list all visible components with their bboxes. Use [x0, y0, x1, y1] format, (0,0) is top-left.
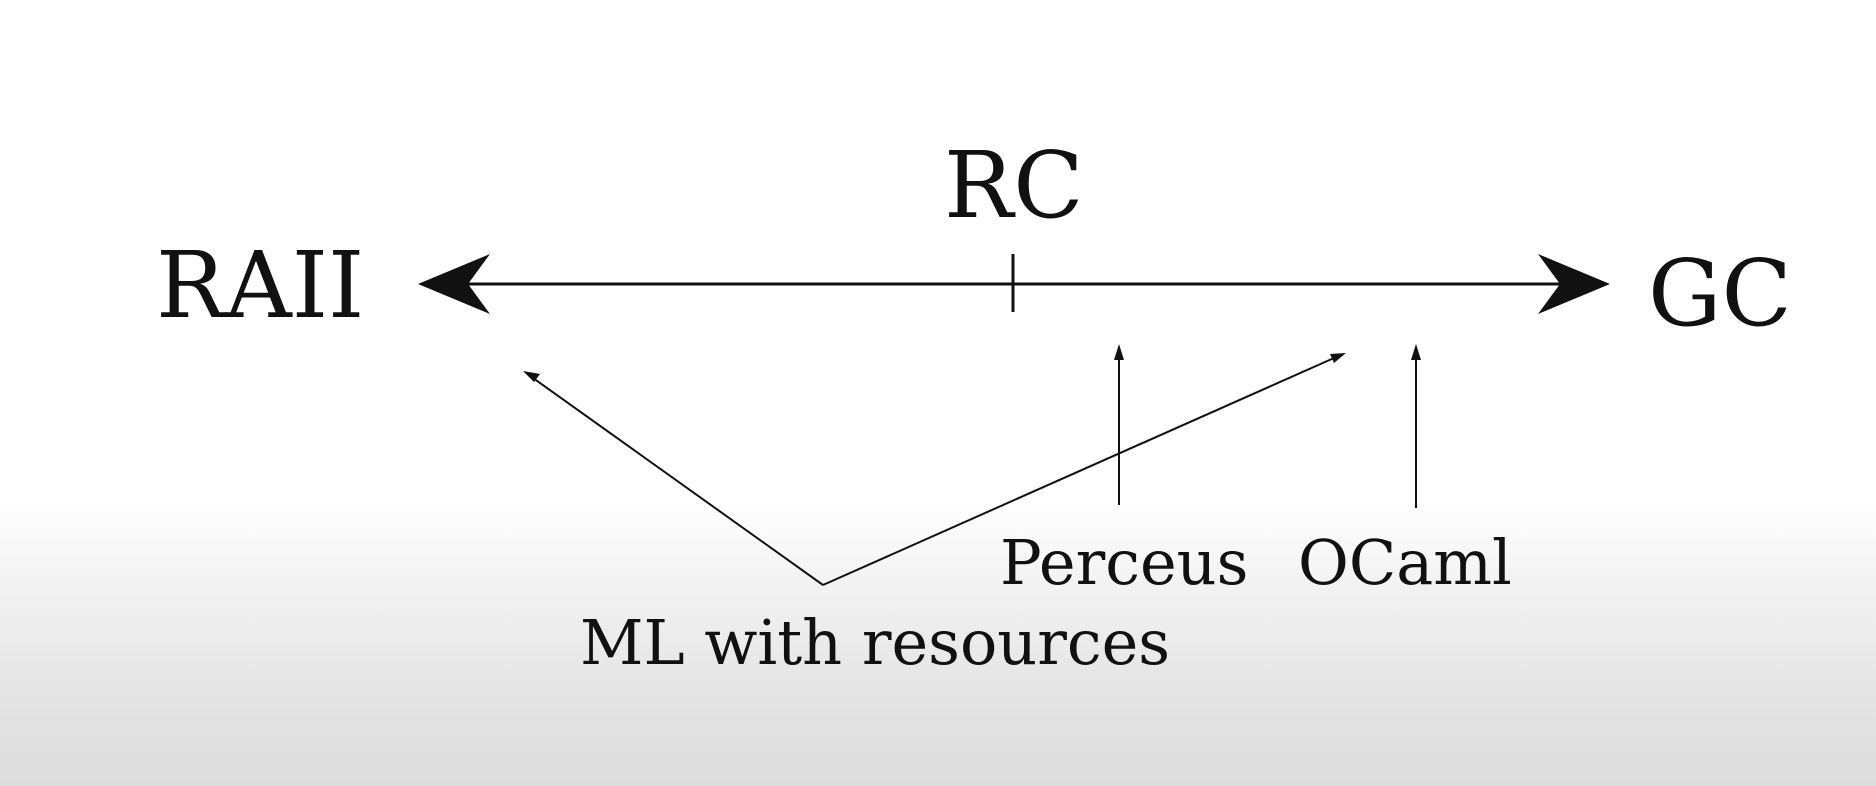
raii-label: RAII: [156, 232, 365, 339]
perceus-arrowhead: [1114, 344, 1124, 360]
ml-right-arrowhead: [1330, 353, 1346, 363]
rc-label: RC: [944, 132, 1084, 239]
ml-left-arrow-line: [532, 377, 824, 586]
ml-left-arrowhead: [523, 371, 540, 382]
gc-label: GC: [1648, 240, 1792, 347]
ml-right-arrow-line: [822, 357, 1335, 586]
axis-left-arrowhead: [418, 254, 490, 314]
ocaml-label: OCaml: [1298, 526, 1512, 599]
ocaml-arrowhead: [1411, 344, 1421, 360]
perceus-label: Perceus: [1000, 526, 1249, 599]
axis-right-arrowhead: [1538, 254, 1610, 314]
ml-with-resources-label: ML with resources: [580, 606, 1171, 679]
